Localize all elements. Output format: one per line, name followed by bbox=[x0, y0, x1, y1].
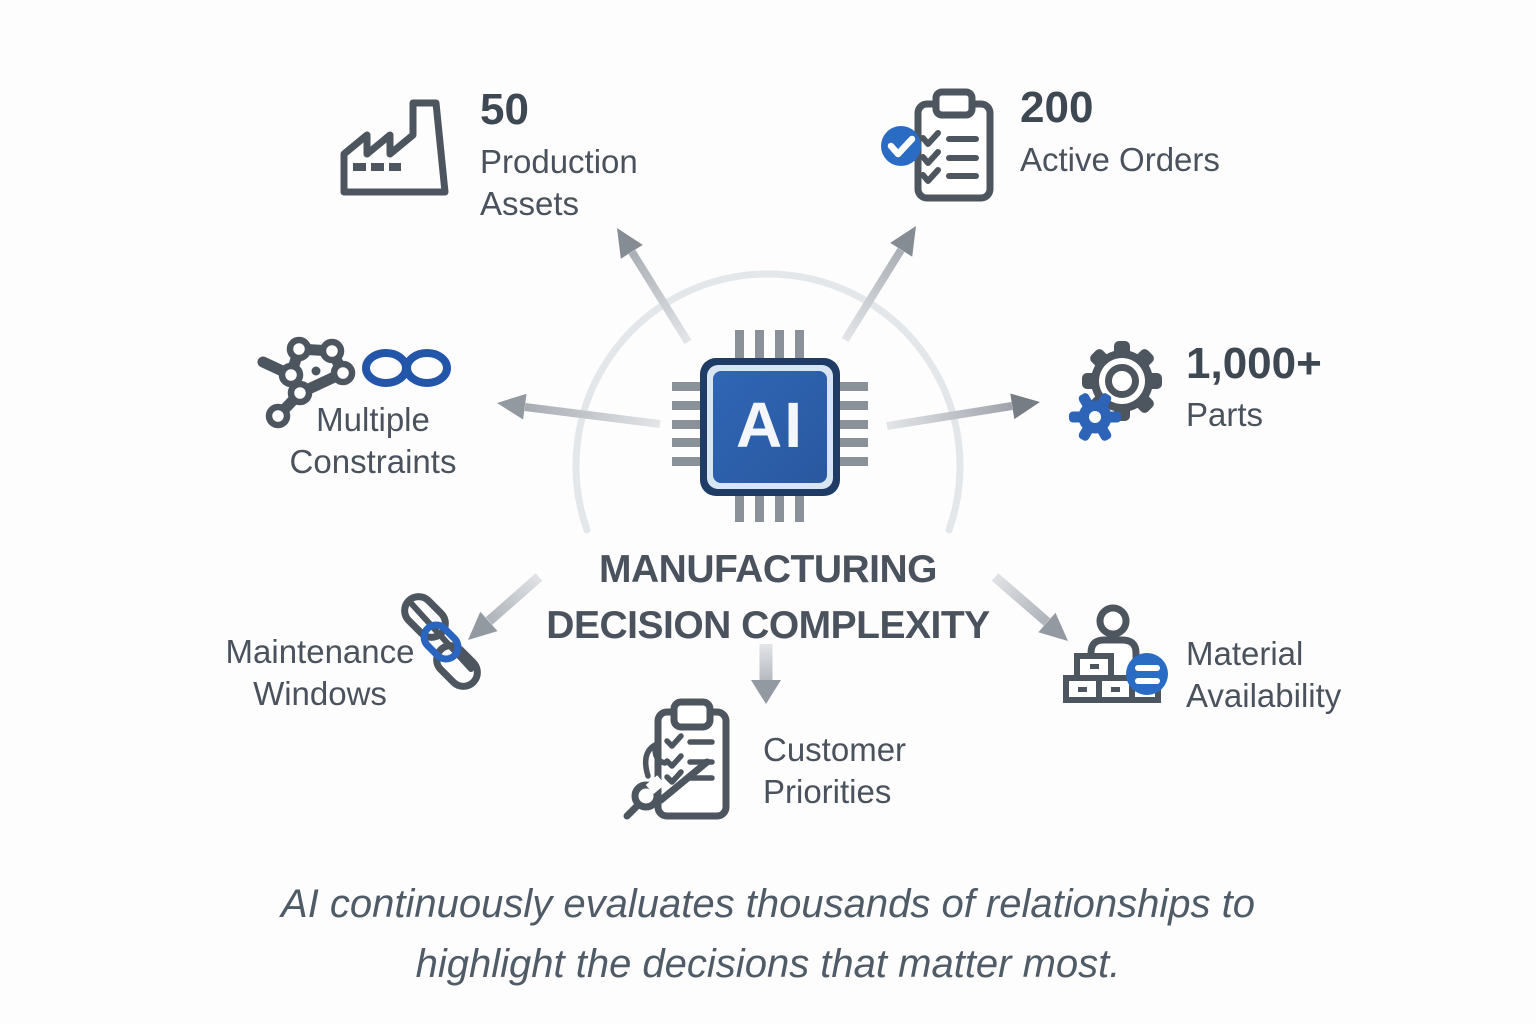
title-line2: DECISION COMPLEXITY bbox=[546, 604, 990, 647]
customer-priorities-label: Customer Priorities bbox=[763, 729, 906, 813]
arrow-to-maintenance-windows bbox=[468, 573, 543, 640]
multiple-constraints-line1: Multiple bbox=[316, 401, 430, 438]
small-gear-icon bbox=[1069, 393, 1121, 441]
priority-clipboard-icon bbox=[623, 698, 730, 820]
ai-chip-icon bbox=[672, 330, 868, 522]
arrow-to-material-availability bbox=[991, 573, 1068, 641]
wrench-pen-icon bbox=[623, 740, 711, 820]
production-assets-label-1: Production bbox=[480, 143, 638, 180]
material-availability-line1: Material bbox=[1186, 635, 1304, 672]
production-assets-value: 50 bbox=[480, 85, 529, 134]
maintenance-windows-line2: Windows bbox=[253, 675, 387, 712]
active-orders-label: Active Orders bbox=[1020, 141, 1220, 178]
parts-stat: 1,000+ Parts bbox=[1186, 340, 1322, 436]
diagram-title: MANUFACTURING DECISION COMPLEXITY bbox=[0, 542, 1536, 654]
material-availability-line2: Availability bbox=[1186, 677, 1342, 714]
infinity-icon bbox=[362, 349, 451, 387]
gears-icon bbox=[1069, 341, 1162, 441]
material-availability-label: Material Availability bbox=[1186, 633, 1341, 717]
parts-label: Parts bbox=[1186, 396, 1264, 433]
maintenance-windows-label: Maintenance Windows bbox=[205, 631, 435, 715]
constraint-network-icon bbox=[257, 336, 356, 429]
production-assets-stat: 50 Production Assets bbox=[480, 86, 638, 225]
check-badge-icon bbox=[881, 126, 921, 166]
active-orders-stat: 200 Active Orders bbox=[1020, 84, 1220, 181]
multiple-constraints-label: Multiple Constraints bbox=[258, 399, 488, 483]
active-orders-value: 200 bbox=[1020, 83, 1094, 132]
customer-priorities-line2: Priorities bbox=[763, 773, 892, 810]
arrow-to-production-assets bbox=[617, 228, 692, 345]
arrow-to-customer-priorities bbox=[751, 644, 781, 704]
chain-link-icon bbox=[401, 593, 481, 690]
equals-badge-icon bbox=[1126, 653, 1168, 695]
chip-label: AI bbox=[736, 389, 804, 461]
arrow-to-active-orders bbox=[841, 226, 916, 343]
caption-line1: AI continuously evaluates thousands of r… bbox=[281, 882, 1255, 926]
arrow-to-parts bbox=[886, 393, 1040, 430]
title-line1: MANUFACTURING bbox=[599, 548, 937, 591]
inventory-person-icon bbox=[1063, 604, 1168, 703]
multiple-constraints-line2: Constraints bbox=[289, 443, 457, 480]
caption: AI continuously evaluates thousands of r… bbox=[0, 874, 1536, 994]
production-assets-label-2: Assets bbox=[480, 185, 580, 222]
customer-priorities-line1: Customer bbox=[763, 731, 907, 768]
caption-line2: highlight the decisions that matter most… bbox=[415, 942, 1121, 986]
factory-icon bbox=[340, 99, 449, 196]
maintenance-windows-line1: Maintenance bbox=[225, 633, 415, 670]
arrow-to-multiple-constraints bbox=[497, 393, 661, 428]
order-checklist-icon bbox=[881, 88, 994, 202]
parts-value: 1,000+ bbox=[1186, 339, 1322, 388]
